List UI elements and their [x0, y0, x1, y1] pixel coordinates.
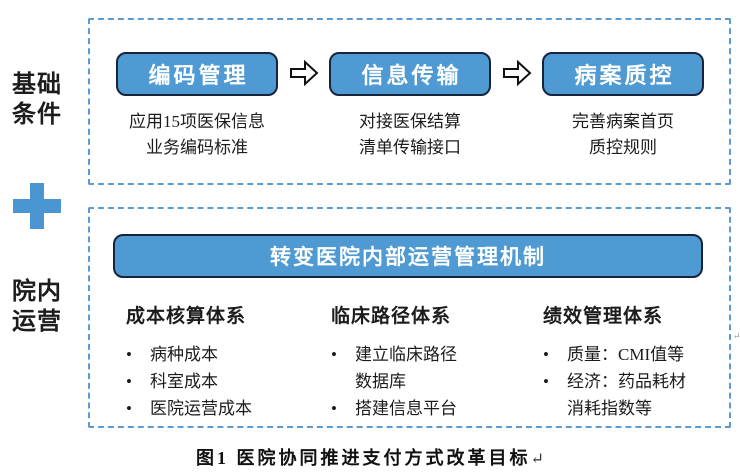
hollow-right-arrow-icon [501, 59, 533, 87]
figure-caption: 图1 医院协同推进支付方式改革目标↵ [0, 444, 740, 470]
operation-section-frame [88, 207, 731, 428]
list-item: • 医院运营成本 [124, 395, 322, 422]
list-item: • 科室成本 [124, 368, 322, 395]
column-clinical-pathway: 临床路径体系 • 建立临床路径 数据库 • 搭建信息平台 [329, 301, 531, 422]
rail-label-operation: 院内 运营 [5, 277, 69, 337]
rail-label-operation-line1: 院内 [12, 279, 62, 305]
operation-header-banner: 转变医院内部运营管理机制 [113, 234, 703, 278]
flow-desc-information-transmission: 对接医保结算 清单传输接口 [305, 109, 515, 161]
figure-caption-text: 图1 医院协同推进支付方式改革目标 [196, 448, 531, 468]
list-item-text: 消耗指数等 [567, 399, 652, 418]
flow-box-coding-management: 编码管理 [116, 52, 278, 96]
bullet-icon: • [126, 399, 132, 418]
desc-line: 完善病案首页 [572, 112, 674, 131]
paragraph-return-mark: ↵ [733, 331, 740, 341]
list-item-text: 建立临床路径 [355, 345, 457, 364]
foundation-section-frame [88, 18, 731, 185]
column-title: 临床路径体系 [331, 306, 452, 327]
bullet-icon: • [331, 399, 337, 418]
list-item: • 质量：CMI值等 [541, 341, 729, 368]
list-item: • 病种成本 [124, 341, 322, 368]
desc-line: 对接医保结算 [359, 112, 461, 131]
list-item: • 建立临床路径 数据库 [329, 341, 531, 395]
caption-return-mark: ↵ [530, 451, 544, 468]
list-item-text: 质量：CMI值等 [567, 345, 685, 364]
column-title: 成本核算体系 [126, 306, 247, 327]
desc-line: 业务编码标准 [146, 138, 248, 157]
rail-label-foundation-line1: 基础 [12, 72, 62, 98]
list-item-text: 病种成本 [150, 345, 218, 364]
rail-label-foundation: 基础 条件 [5, 70, 69, 130]
list-item: • 搭建信息平台 [329, 395, 531, 422]
list-item-text: 科室成本 [150, 372, 218, 391]
bullet-icon: • [543, 345, 549, 364]
list-item-text: 数据库 [355, 372, 406, 391]
desc-line: 应用15项医保信息 [129, 112, 265, 131]
desc-line: 清单传输接口 [359, 138, 461, 157]
plus-icon [13, 183, 61, 229]
column-title: 绩效管理体系 [543, 306, 664, 327]
flow-desc-medical-record-qc: 完善病案首页 质控规则 [518, 109, 728, 161]
list-item-text: 医院运营成本 [150, 399, 252, 418]
bullet-icon: • [126, 372, 132, 391]
flow-box-information-transmission: 信息传输 [329, 52, 491, 96]
flow-box-medical-record-qc: 病案质控 [542, 52, 704, 96]
desc-line: 质控规则 [589, 138, 657, 157]
rail-label-foundation-line2: 条件 [12, 102, 62, 128]
list-item: • 经济：药品耗材 消耗指数等 [541, 368, 729, 422]
bullet-icon: • [331, 345, 337, 364]
column-cost-accounting: 成本核算体系 • 病种成本 • 科室成本 • 医院运营成本 [124, 301, 322, 422]
bullet-icon: • [126, 345, 132, 364]
column-performance-management: 绩效管理体系 • 质量：CMI值等 • 经济：药品耗材 消耗指数等 [541, 301, 729, 422]
rail-label-operation-line2: 运营 [12, 309, 62, 335]
list-item-text: 搭建信息平台 [355, 399, 457, 418]
hollow-right-arrow-icon [288, 59, 320, 87]
flow-desc-coding-management: 应用15项医保信息 业务编码标准 [92, 109, 302, 161]
bullet-icon: • [543, 372, 549, 391]
list-item-text: 经济：药品耗材 [567, 372, 686, 391]
